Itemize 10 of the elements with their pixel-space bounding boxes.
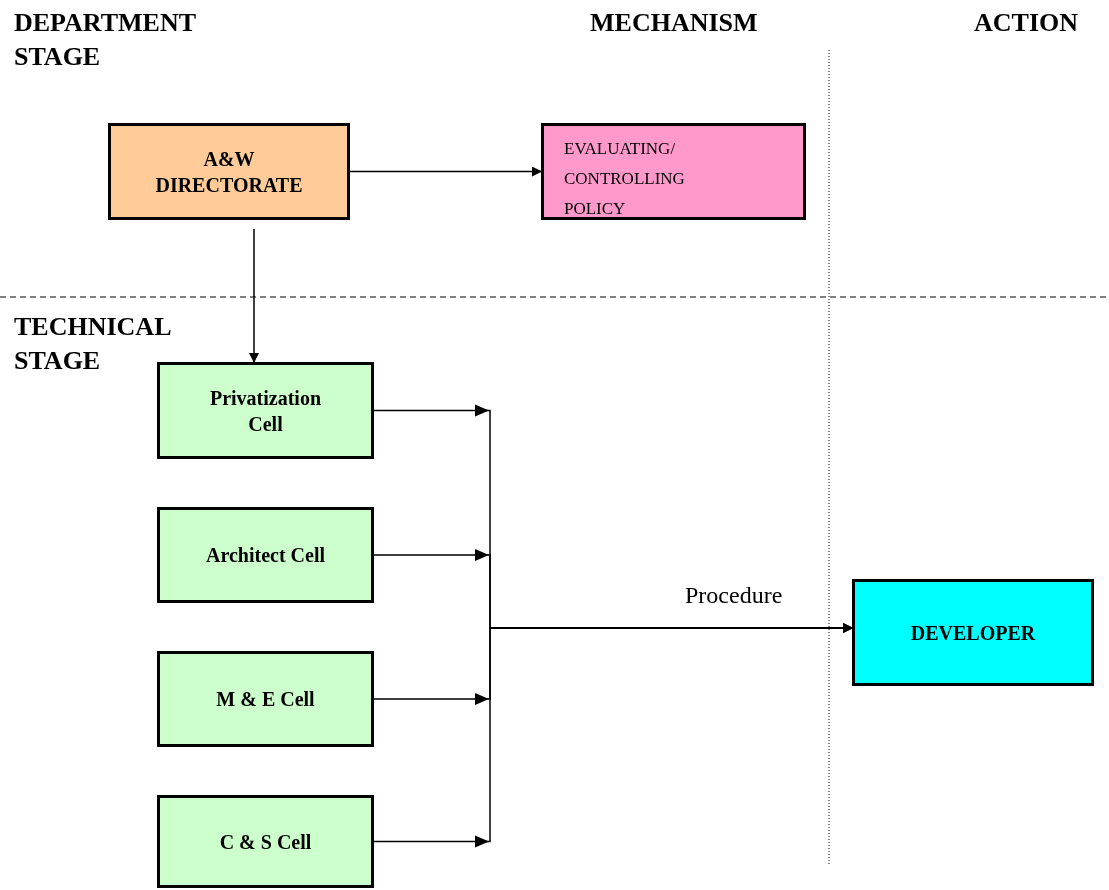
- stage-heading: DEPARTMENT STAGE: [14, 7, 197, 73]
- stage-heading: MECHANISM: [590, 7, 758, 39]
- stage-heading: ACTION: [974, 7, 1078, 39]
- process-box: Privatization Cell: [157, 362, 374, 459]
- process-box: DEVELOPER: [852, 579, 1094, 686]
- process-box: A&W DIRECTORATE: [108, 123, 350, 220]
- process-box: M & E Cell: [157, 651, 374, 747]
- process-box: EVALUATING/ CONTROLLING POLICY: [541, 123, 806, 220]
- process-box: C & S Cell: [157, 795, 374, 888]
- process-box: Architect Cell: [157, 507, 374, 603]
